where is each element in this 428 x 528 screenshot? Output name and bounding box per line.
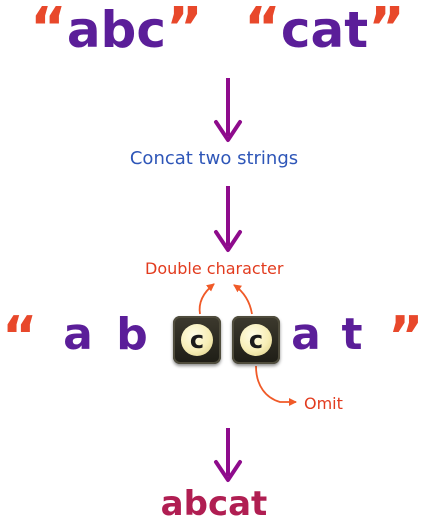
double-arrow-right: [233, 284, 253, 315]
merged-close-quote: ”: [388, 305, 424, 368]
double-arrow-left: [198, 283, 215, 315]
double-character-label: Double character: [145, 259, 284, 278]
input-word-cat: cat: [280, 1, 369, 59]
close-quote: ”: [165, 0, 203, 61]
merged-char-c-1: c: [181, 324, 213, 356]
input-string-abc: “abc”: [30, 0, 203, 64]
arrow-down-3: [214, 428, 242, 482]
merged-char-b: b: [116, 309, 148, 360]
merged-char-c-box-2: c: [232, 316, 280, 364]
open-quote: “: [30, 0, 67, 61]
merged-char-a: a: [63, 309, 93, 360]
merged-string: “ a b c c a t ”: [0, 300, 428, 370]
merged-char-a2: a: [291, 309, 321, 360]
merged-char-t: t: [341, 309, 363, 360]
concat-label: Concat two strings: [129, 148, 299, 169]
open-quote: “: [244, 0, 281, 61]
omit-label: Omit: [304, 394, 343, 413]
merged-char-c-2: c: [240, 324, 272, 356]
input-string-cat: “cat”: [244, 0, 405, 64]
merged-char-c-box-1: c: [173, 316, 221, 364]
merged-open-quote: “: [2, 305, 38, 368]
input-word-abc: abc: [66, 1, 166, 59]
arrow-down-2: [214, 186, 242, 252]
result-string: abcat: [160, 484, 268, 524]
omit-arrow: [255, 365, 297, 406]
close-quote: ”: [368, 0, 405, 61]
arrow-down-1: [214, 78, 242, 142]
